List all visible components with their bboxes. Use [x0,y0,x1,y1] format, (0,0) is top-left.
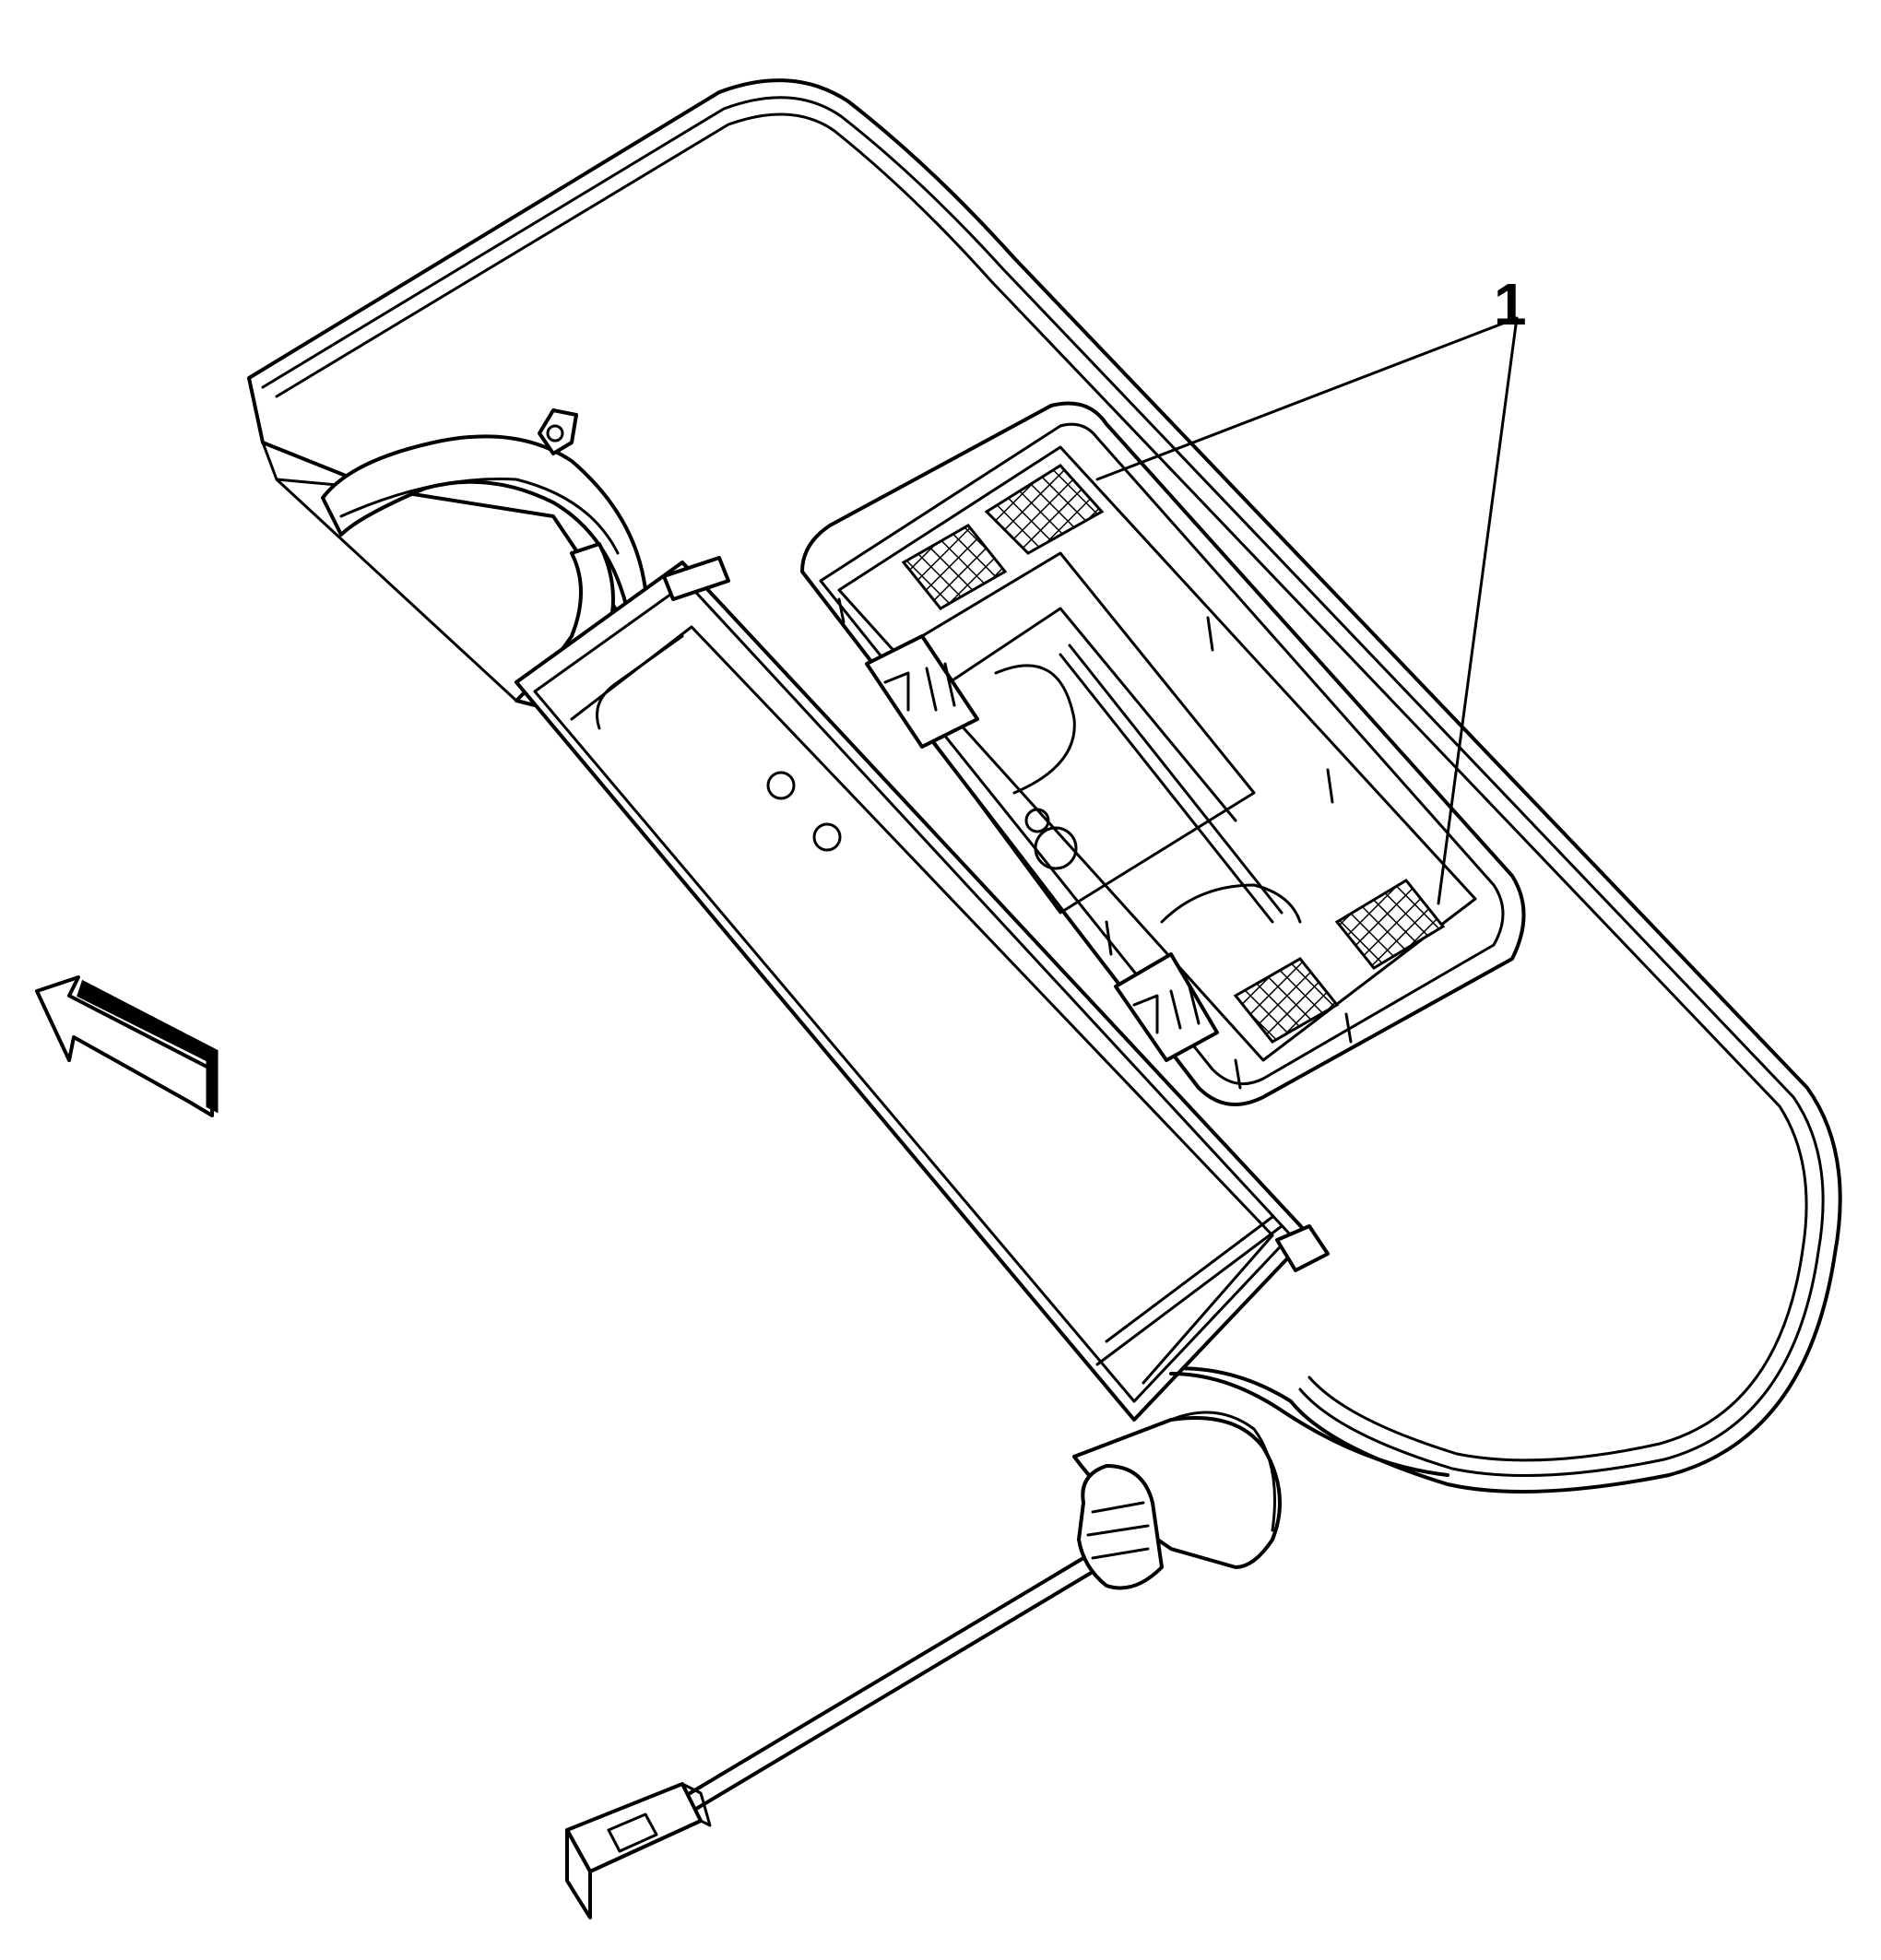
bulb-icon [1034,826,1078,870]
front-arrow-icon [35,975,219,1117]
adhesive-pads [901,464,1446,1044]
adhesive-pad-icon [1233,957,1340,1044]
mirror-frame [515,556,1330,1422]
visor-panel-outline [247,78,1842,1494]
switch-icon [865,634,979,749]
callout-leaders [1095,316,1519,905]
callout-label: 1 [1494,271,1527,337]
adhesive-pad-icon [901,524,1008,610]
pivot-bezel [1072,1411,1282,1590]
screw-icon [766,771,796,800]
lamp-housing [800,401,1526,1106]
switch-icon [1114,952,1219,1062]
electrical-connector-icon [565,1782,712,1919]
screw-icon [812,822,842,852]
wire-harness [680,1372,1449,1813]
adhesive-pad-icon [984,464,1105,555]
adhesive-pad-icon [1334,879,1446,970]
